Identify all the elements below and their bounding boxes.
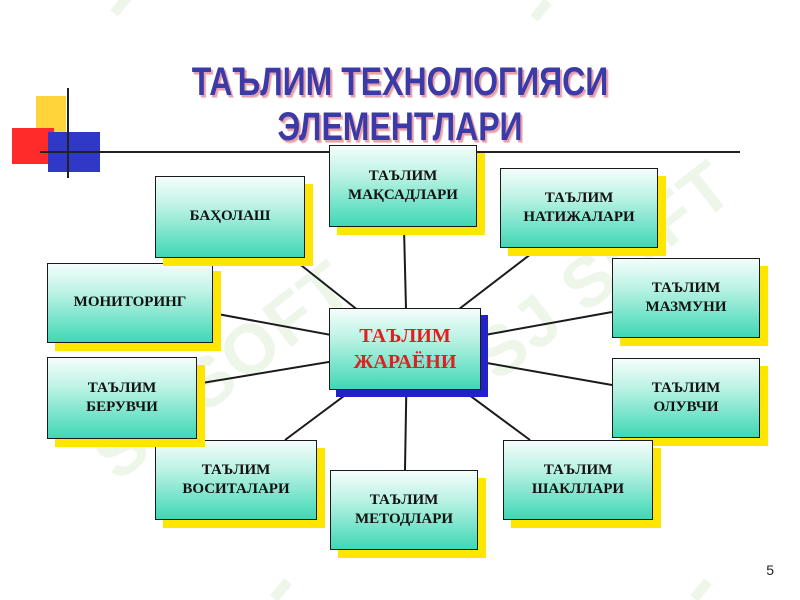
node-label: ТАЪЛИМ НАТИЖАЛАРИ <box>523 189 635 226</box>
node-label: ТАЪЛИМ МАҚСАДЛАРИ <box>348 167 458 204</box>
node-vositalari: ТАЪЛИМ ВОСИТАЛАРИ <box>155 440 317 520</box>
node-label: ТАЪЛИМ МЕТОДЛАРИ <box>354 491 454 528</box>
node-beruvchi: ТАЪЛИМ БЕРУВЧИ <box>47 357 197 439</box>
page-number: 5 <box>766 562 774 578</box>
node-maqsadlari: ТАЪЛИМ МАҚСАДЛАРИ <box>329 145 477 227</box>
center-label: ТАЪЛИМ ЖАРАЁНИ <box>353 325 457 373</box>
node-natijalari: ТАЪЛИМ НАТИЖАЛАРИ <box>500 168 658 248</box>
node-label: ТАЪЛИМ ШАКЛЛАРИ <box>531 461 625 498</box>
node-mazmuni: ТАЪЛИМ МАЗМУНИ <box>612 258 760 338</box>
node-center-jarayoni: ТАЪЛИМ ЖАРАЁНИ <box>329 308 481 390</box>
node-monitoring: МОНИТОРИНГ <box>47 263 213 343</box>
node-label: ТАЪЛИМ ОЛУВЧИ <box>651 379 721 416</box>
corner-decoration <box>12 88 740 178</box>
slide-title: ТАЪЛИМ ТЕХНОЛОГИЯСИ ЭЛЕМЕНТЛАРИ <box>191 60 609 149</box>
node-label: ТАЪЛИМ ВОСИТАЛАРИ <box>182 461 290 498</box>
node-label: МОНИТОРИНГ <box>73 294 187 311</box>
node-baholash: БАҲОЛАШ <box>155 176 305 258</box>
node-label: ТАЪЛИМ БЕРУВЧИ <box>86 379 158 416</box>
node-label: ТАЪЛИМ МАЗМУНИ <box>645 279 727 316</box>
node-shakllari: ТАЪЛИМ ШАКЛЛАРИ <box>503 440 653 520</box>
node-label: БАҲОЛАШ <box>189 208 271 225</box>
node-oluvchi: ТАЪЛИМ ОЛУВЧИ <box>612 358 760 438</box>
node-metodlari: ТАЪЛИМ МЕТОДЛАРИ <box>330 470 478 550</box>
